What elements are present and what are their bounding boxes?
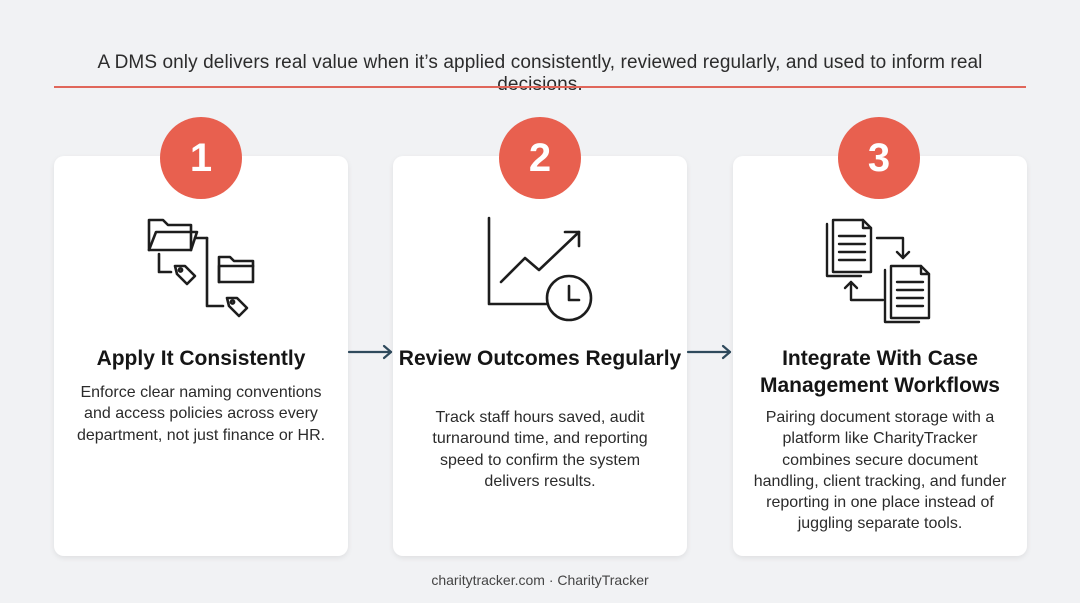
step-title-2: Review Outcomes Regularly [398,347,682,370]
headline: A DMS only delivers real value when it’s… [97,52,983,95]
footer-attribution: charitytracker.com · CharityTracker [431,572,649,588]
step-title-3: Integrate With Case Management Workflows [760,347,1000,397]
trend-chart-with-clock-icon [485,216,597,328]
headline-divider [54,86,1026,88]
step-number-2: 2 [499,117,581,199]
step-body-3: Pairing document storage with a platform… [753,409,1007,533]
step-number-1: 1 [160,117,242,199]
step-body-1: Enforce clear naming conventions and acc… [76,384,326,444]
step-card-3: Integrate With Case Management Workflows… [733,156,1027,556]
arrow-right-icon [347,343,395,366]
step-body-2: Track staff hours saved, audit turnaroun… [432,409,648,490]
step-number-3: 3 [838,117,920,199]
folders-with-tags-icon [147,214,267,326]
document-sync-icon [825,218,935,326]
step-card-2: Review Outcomes Regularly Track staff ho… [393,156,687,556]
arrow-right-icon [686,343,734,366]
step-card-1: Apply It Consistently Enforce clear nami… [54,156,348,556]
step-title-1: Apply It Consistently [96,347,306,370]
